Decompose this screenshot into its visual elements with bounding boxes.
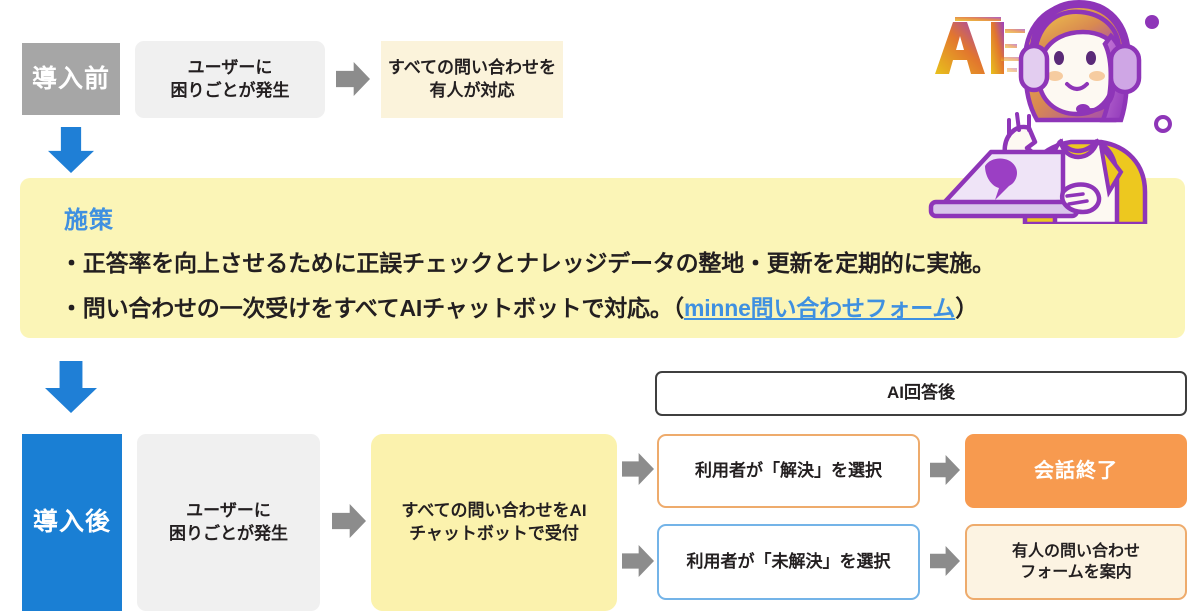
arrow-right-icon: [336, 62, 370, 96]
before-step-user-trouble: ユーザーに 困りごとが発生: [135, 41, 325, 118]
arrow-down-icon-2: [45, 361, 97, 413]
branch-result-human-form: 有人の問い合わせ フォームを案内: [965, 524, 1187, 600]
arrow-down-icon-1: [48, 127, 94, 173]
decor-dot-icon: [1145, 15, 1159, 29]
before-step-human-response: すべての問い合わせを 有人が対応: [381, 41, 563, 118]
decor-ring-icon: [1154, 115, 1172, 133]
arrow-right-icon: [622, 453, 654, 485]
measure-bullet-2: ・問い合わせの一次受けをすべてAIチャットボットで対応。（minne問い合わせフ…: [60, 289, 978, 323]
chat-bubble-icon: [985, 158, 1017, 200]
arrow-right-icon: [622, 545, 654, 577]
measure-bullet-2-suffix: ）: [955, 295, 979, 321]
phase-label-after: 導入後: [22, 434, 122, 611]
after-branch-header: AI回答後: [655, 371, 1187, 416]
operator-illustration: [928, 0, 1172, 224]
branch-condition-unresolved: 利用者が「未解決」を選択: [657, 524, 920, 600]
branch-condition-resolved: 利用者が「解決」を選択: [657, 434, 920, 508]
phase-label-before: 導入前: [22, 43, 120, 115]
ai-badge-icon: [935, 17, 1025, 74]
measure-heading: 施策: [64, 207, 114, 234]
after-step-user-trouble: ユーザーに 困りごとが発生: [137, 434, 320, 611]
minne-contact-form-link[interactable]: minne問い合わせフォーム: [683, 295, 956, 321]
measure-bullet-1: ・正答率を向上させるために正誤チェックとナレッジデータの整地・更新を定期的に実施…: [60, 250, 995, 276]
branch-result-conversation-end: 会話終了: [965, 434, 1187, 508]
arrow-right-icon: [332, 504, 366, 538]
measure-bullet-2-prefix: ・問い合わせの一次受けをすべてAIチャットボットで対応。（: [60, 295, 684, 321]
arrow-right-icon: [930, 455, 960, 485]
after-step-ai-chatbot-intake: すべての問い合わせをAI チャットボットで受付: [371, 434, 617, 611]
arrow-right-icon: [930, 546, 960, 576]
